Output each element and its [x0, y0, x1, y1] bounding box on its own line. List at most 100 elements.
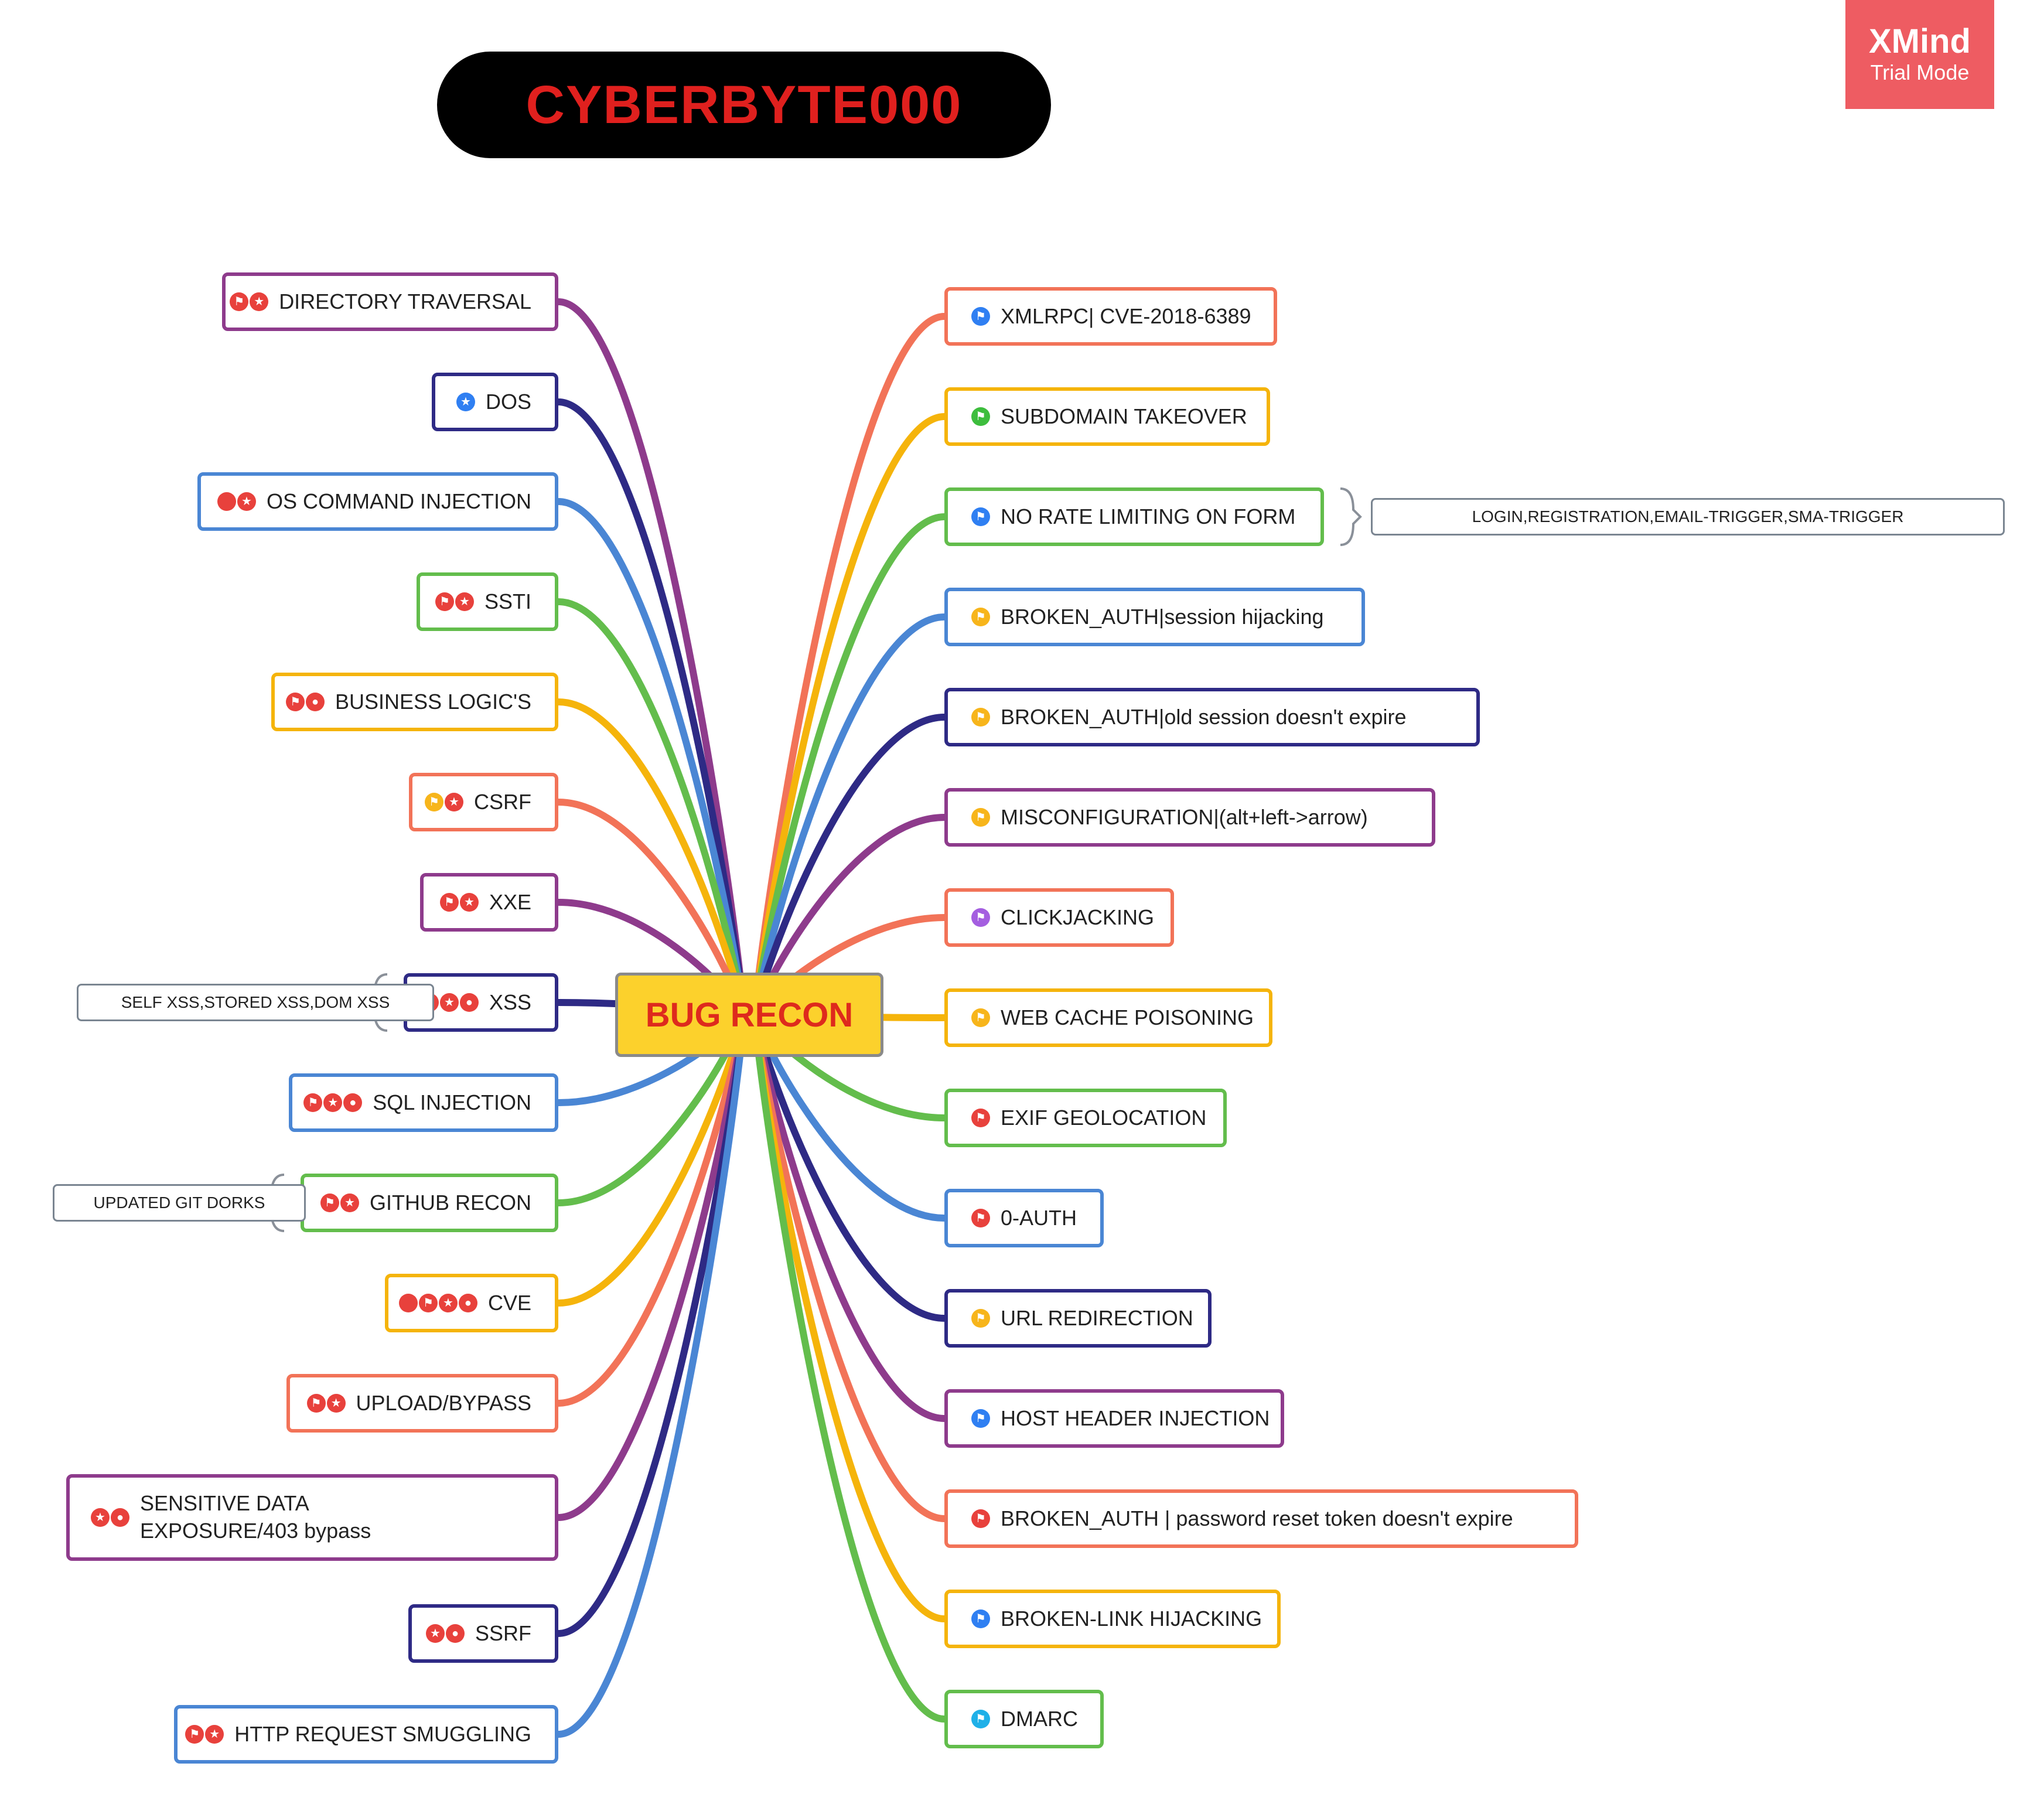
marker-icons: ⚑ [971, 507, 990, 526]
topic-label: CLICKJACKING [1001, 905, 1155, 929]
topic-node[interactable]: ⚑★UPLOAD/BYPASS [286, 1374, 558, 1433]
flag-yellow-icon: ⚑ [971, 1309, 990, 1328]
flag-yellow-icon: ⚑ [971, 708, 990, 727]
topic-node[interactable]: ⚑DMARC [944, 1690, 1104, 1748]
topic-node[interactable]: ⚑WEB CACHE POISONING [944, 988, 1272, 1047]
topic-label: HTTP REQUEST SMUGGLING [234, 1722, 531, 1746]
xmind-trial-badge: XMind Trial Mode [1845, 0, 1994, 109]
star-red-icon: ★ [237, 492, 256, 511]
topic-node[interactable]: ⚑HOST HEADER INJECTION [944, 1389, 1284, 1448]
star-red-icon: ★ [445, 793, 463, 811]
marker-icons: ★ [456, 393, 475, 411]
topic-node[interactable]: ★● SENSITIVE DATA EXPOSURE/403 bypass [66, 1474, 558, 1561]
person-red-icon: ● [343, 1093, 363, 1112]
topic-node[interactable]: ★DOS [432, 373, 558, 431]
subtopic-note[interactable]: UPDATED GIT DORKS [53, 1184, 306, 1222]
note-bracket [1340, 487, 1362, 546]
flag-blue-icon: ⚑ [971, 307, 990, 326]
marker-icons: ⚑ [971, 608, 990, 626]
topic-label: XSS [489, 990, 531, 1014]
flag-cyan-icon: ⚑ [971, 1710, 990, 1728]
flag-blue-icon: ⚑ [971, 1609, 990, 1628]
topic-label: 0-AUTH [1001, 1206, 1077, 1230]
topic-node[interactable]: ⚑BROKEN-LINK HIJACKING [944, 1590, 1281, 1648]
topic-node[interactable]: ⚑★HTTP REQUEST SMUGGLING [174, 1705, 558, 1764]
star-red-icon: ★ [250, 292, 269, 311]
flag-red-icon: ⚑ [971, 1209, 990, 1227]
star-red-icon: ★ [438, 1294, 458, 1312]
topic-node[interactable]: ⚑★CSRF [409, 773, 558, 831]
flag-red-icon: ⚑ [435, 592, 454, 611]
topic-label: BROKEN_AUTH|session hijacking [1001, 605, 1324, 629]
topic-label: SENSITIVE DATA EXPOSURE/403 bypass [140, 1491, 371, 1543]
flag-green-icon: ⚑ [971, 407, 990, 426]
topic-node[interactable]: ⚑★●SQL INJECTION [289, 1073, 558, 1132]
star-red-icon: ★ [326, 1394, 346, 1413]
star-red-icon: ★ [340, 1193, 359, 1212]
topic-label: BROKEN_AUTH|old session doesn't expire [1001, 705, 1407, 729]
marker-icons: ⚑● [286, 693, 325, 711]
topic-node[interactable]: ⚑ 0-AUTH [944, 1189, 1104, 1247]
topic-label: CSRF [474, 790, 531, 814]
marker-icons: ⚑ [971, 1109, 990, 1127]
flag-red-icon: ⚑ [230, 292, 249, 311]
topic-label: XMLRPC| CVE-2018-6389 [1001, 304, 1251, 328]
topic-label: DIRECTORY TRAVERSAL [279, 289, 531, 313]
star-red-icon: ★ [91, 1508, 110, 1527]
person-red-icon: ● [306, 693, 325, 711]
topic-node[interactable]: ⚑ BROKEN_AUTH|old session doesn't expire [944, 688, 1480, 746]
person-red-icon: ● [111, 1508, 129, 1527]
topic-node[interactable]: ⚑★XXE [420, 873, 558, 932]
topic-node[interactable]: ⚑ SUBDOMAIN TAKEOVER [944, 387, 1270, 446]
marker-icons: ⚑ [971, 407, 990, 426]
topic-node[interactable]: ⚑★●CVE [385, 1274, 558, 1332]
topic-node[interactable]: ⚑★SSTI [417, 572, 558, 631]
title-banner: CYBERBYTE000 [437, 52, 1051, 158]
topic-label: SUBDOMAIN TAKEOVER [1001, 404, 1247, 428]
marker-icons: ⚑★● [398, 1294, 477, 1312]
topic-node[interactable]: ★OS COMMAND INJECTION [197, 472, 558, 531]
topic-label: EXIF GEOLOCATION [1001, 1106, 1207, 1130]
marker-icons: ⚑ [971, 908, 990, 927]
marker-icons: ⚑ [971, 1008, 990, 1027]
topic-label: URL REDIRECTION [1001, 1306, 1193, 1330]
marker-icons: ⚑ [971, 808, 990, 827]
flag-blue-icon: ⚑ [971, 507, 990, 526]
branch-line [555, 498, 748, 1018]
topic-label: XXE [489, 890, 531, 914]
badge-brand: XMind [1869, 22, 1971, 60]
flag-yellow-icon: ⚑ [971, 608, 990, 626]
marker-icons: ⚑ [971, 1509, 990, 1528]
topic-node[interactable]: ⚑★ DIRECTORY TRAVERSAL [222, 272, 558, 331]
central-topic[interactable]: BUG RECON [615, 973, 883, 1057]
flag-red-icon: ⚑ [439, 893, 459, 912]
flag-red-icon: ⚑ [185, 1725, 204, 1744]
marker-icons: ⚑ [971, 307, 990, 326]
topic-node[interactable]: ⚑MISCONFIGURATION|(alt+left->arrow) [944, 788, 1435, 847]
flag-blue-icon: ⚑ [971, 1409, 990, 1428]
dot-red-icon [398, 1294, 418, 1312]
topic-node[interactable]: ⚑ CLICKJACKING [944, 888, 1174, 947]
flag-yellow-icon: ⚑ [971, 1008, 990, 1027]
marker-icons: ⚑ [971, 1409, 990, 1428]
subtopic-note[interactable]: LOGIN,REGISTRATION,EMAIL-TRIGGER,SMA-TRI… [1371, 498, 2005, 536]
topic-node[interactable]: ⚑BROKEN_AUTH | password reset token does… [944, 1489, 1578, 1548]
topic-node[interactable]: ⚑ BROKEN_AUTH|session hijacking [944, 588, 1365, 646]
topic-node[interactable]: ⚑●BUSINESS LOGIC'S [271, 673, 558, 731]
flag-red-icon: ⚑ [418, 1294, 438, 1312]
topic-node[interactable]: ⚑NO RATE LIMITING ON FORM [944, 487, 1324, 546]
topic-label: SSTI [484, 589, 531, 613]
topic-label: GITHUB RECON [369, 1191, 531, 1215]
title-text: CYBERBYTE000 [525, 74, 963, 135]
branch-line [555, 1011, 748, 1738]
branch-line [751, 1011, 948, 1723]
topic-node[interactable]: ⚑ URL REDIRECTION [944, 1289, 1212, 1348]
subtopic-note[interactable]: SELF XSS,STORED XSS,DOM XSS [77, 984, 434, 1021]
topic-node[interactable]: ⚑ XMLRPC| CVE-2018-6389 [944, 287, 1277, 346]
topic-node[interactable]: ⚑ EXIF GEOLOCATION [944, 1089, 1227, 1147]
topic-node[interactable]: ⚑★GITHUB RECON [301, 1174, 558, 1232]
flag-red-icon: ⚑ [303, 1093, 323, 1112]
topic-node[interactable]: ★●SSRF [408, 1604, 558, 1663]
star-red-icon: ★ [439, 993, 459, 1012]
marker-icons: ★● [425, 1624, 465, 1643]
